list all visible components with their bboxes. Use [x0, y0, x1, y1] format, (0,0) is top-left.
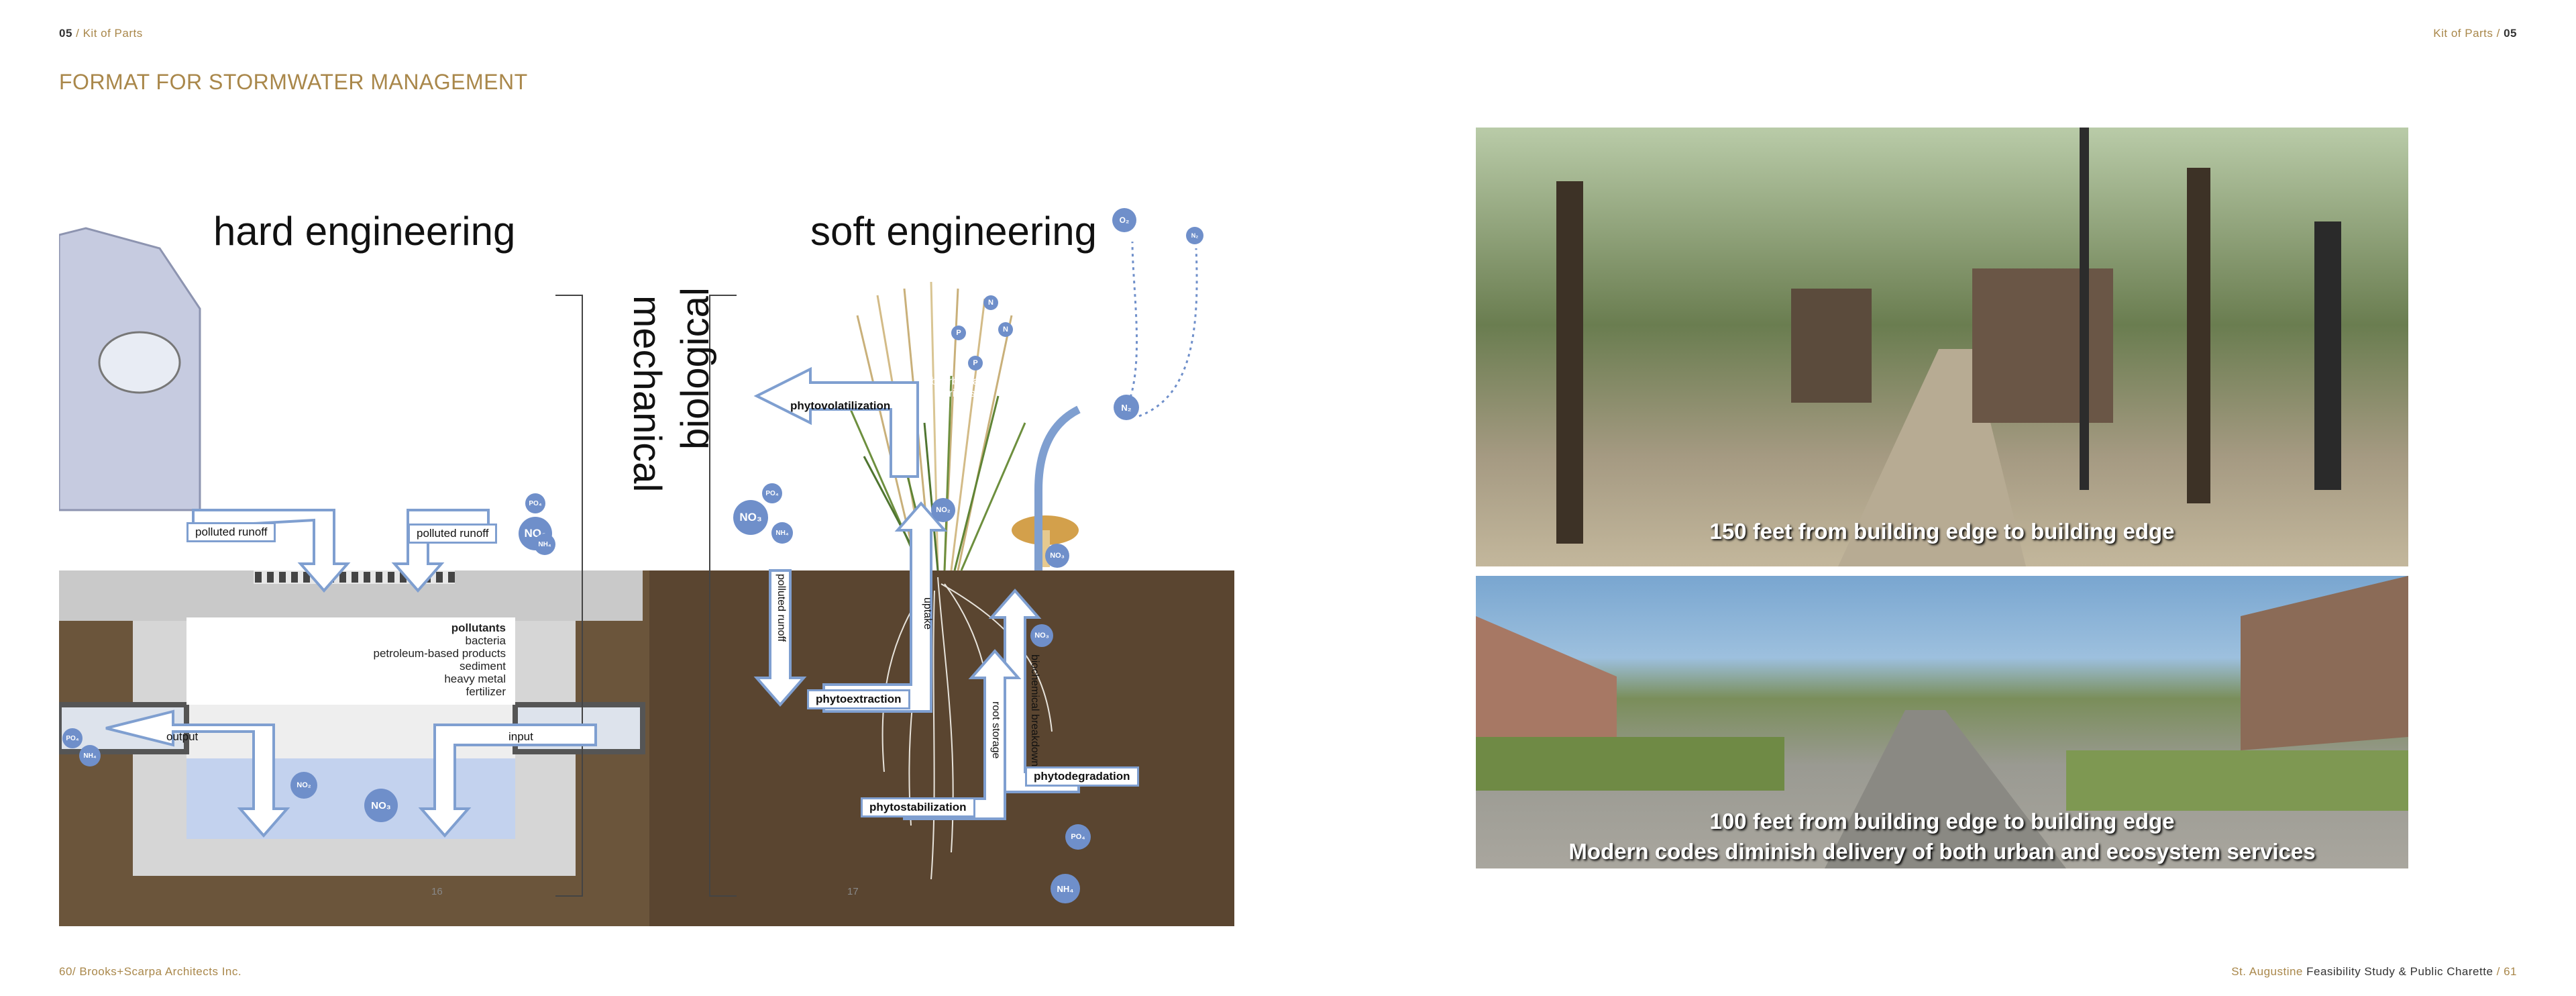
pollutants-list: pollutants bacteria petroleum-based prod…	[186, 617, 515, 705]
polluted-runoff-label-2: polluted runoff	[408, 524, 498, 544]
suburban-street-photo: 100 feet from building edge to building …	[1476, 576, 2408, 868]
soil	[643, 570, 1234, 926]
page-title: FORMAT FOR STORMWATER MANAGEMENT	[59, 70, 528, 94]
n-molecule-2: N	[998, 322, 1013, 337]
flow-arrows	[105, 366, 1080, 838]
nh4-molecule-pipe: NH₄	[79, 745, 101, 766]
phytovolatilization-label: phytovolatilization	[790, 399, 891, 412]
pollutant-item: fertilizer	[466, 685, 506, 698]
polluted-runoff-label-3: polluted runoff	[775, 574, 787, 642]
mechanical-label: mechanical	[625, 295, 669, 493]
soft-engineering-label: soft engineering	[810, 209, 1097, 254]
po4-molecule-2: PO₄	[762, 483, 782, 503]
p-molecule-2: P	[968, 356, 983, 370]
photo-caption-1: 150 feet from building edge to building …	[1709, 519, 2175, 544]
footer-title: Feasibility Study & Public Charette	[2302, 965, 2493, 978]
phytodegradation-label: phytodegradation	[1025, 766, 1139, 787]
nh4-molecule-2: NH₄	[771, 522, 793, 544]
page-number-16: 16	[431, 886, 443, 897]
no3-molecule: NO₃	[733, 500, 768, 535]
photo-caption-2b: Modern codes diminish delivery of both u…	[1568, 839, 2316, 864]
polluted-runoff-label-1: polluted runoff	[186, 522, 276, 542]
footer-page-number: 61	[2504, 965, 2517, 978]
header-section: Kit of Parts	[83, 27, 143, 40]
no2-molecule-basin: NO₂	[290, 772, 317, 799]
nh4-molecule: NH₄	[534, 534, 555, 555]
input-label: input	[508, 730, 533, 743]
phytoextraction-label: phytoextraction	[807, 689, 910, 709]
po4-molecule: PO₄	[525, 493, 545, 513]
footer-left: 60/ Brooks+Scarpa Architects Inc.	[59, 965, 242, 978]
streetcar-avenue-photo: 150 feet from building edge to building …	[1476, 128, 2408, 566]
footer-right: St. Augustine Feasibility Study & Public…	[2231, 965, 2517, 979]
header-section-right: Kit of Parts	[2433, 27, 2493, 40]
header-left: 05 / Kit of Parts	[59, 27, 143, 40]
suburban-photo-art	[1476, 576, 2408, 868]
pollutant-item: heavy metal	[444, 673, 506, 685]
plant-stream	[1034, 405, 1081, 570]
no3-molecule-soil: NO₃	[1045, 544, 1069, 568]
basin-water	[186, 758, 515, 839]
no3-molecule-basin: NO₃	[364, 789, 398, 822]
biological-bracket	[709, 295, 737, 897]
nh4-molecule-soil: NH₄	[1051, 874, 1080, 903]
pollutants-title: pollutants	[451, 621, 506, 634]
footer-separator: /	[2493, 965, 2504, 978]
po4-molecule-soil: PO₄	[1065, 824, 1091, 850]
no2-molecule-plant: NO₂	[931, 498, 955, 522]
header-separator-right: /	[2493, 27, 2504, 40]
phytostabilization-label: phytostabilization	[861, 797, 975, 817]
pollutant-item: bacteria	[465, 634, 506, 647]
stormwater-diagram: hard engineering soft engineering mechan…	[59, 154, 1234, 926]
o2-molecule: O₂	[1112, 208, 1136, 232]
n-molecule: N	[983, 295, 998, 310]
n2-molecule-top: N₂	[1186, 227, 1203, 244]
root-storage-label: root storage	[990, 701, 1002, 759]
pollutant-item: sediment	[460, 660, 506, 673]
absorbed-nutrients-label: absorbed as nutrients	[924, 376, 985, 399]
photo-caption-2a: 100 feet from building edge to building …	[1709, 809, 2175, 834]
no3-molecule-root: NO₃	[1030, 624, 1053, 647]
header-separator: /	[72, 27, 83, 40]
hard-engineering-label: hard engineering	[213, 209, 516, 254]
header-right: Kit of Parts / 05	[2433, 27, 2517, 40]
p-molecule: P	[951, 326, 966, 340]
biochemical-breakdown-label: biochemical breakdown	[1029, 654, 1040, 767]
biological-label: biological	[674, 287, 717, 450]
uptake-label: uptake	[922, 597, 933, 630]
n2-molecule: N₂	[1114, 395, 1139, 420]
footer-place: St. Augustine	[2231, 965, 2303, 978]
mechanical-bracket	[555, 295, 583, 897]
page-number-17: 17	[847, 886, 859, 897]
o2-path	[1124, 241, 1138, 410]
n2-path	[1138, 248, 1198, 417]
header-page-number: 05	[59, 27, 72, 40]
header-page-number-right: 05	[2504, 27, 2517, 40]
output-label: output	[166, 730, 199, 743]
pollutant-item: petroleum-based products	[373, 647, 506, 660]
streetcar-photo-art	[1556, 128, 2341, 566]
po4-molecule-pipe: PO₄	[62, 728, 83, 748]
